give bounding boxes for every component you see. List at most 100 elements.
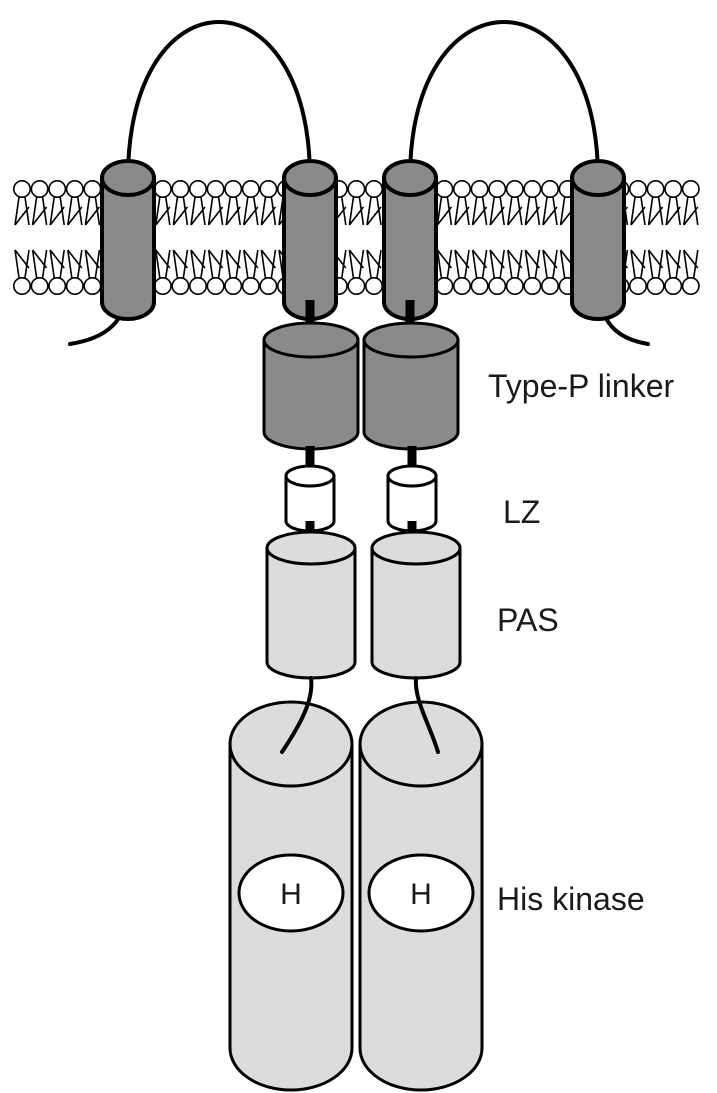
lipid-head: [13, 276, 31, 295]
lipid-tail: [14, 197, 30, 226]
lipid-head: [488, 276, 507, 295]
lipid-tail: [683, 249, 699, 278]
tm-helix-1: [100, 159, 156, 321]
lz-domain-left: [284, 464, 336, 533]
lipid-tail: [31, 197, 48, 226]
lipid-tail: [454, 197, 470, 226]
lipid-tail: [31, 249, 48, 278]
lipid-head: [628, 180, 647, 199]
lipid-tail: [542, 197, 558, 226]
lipid-head: [681, 180, 700, 199]
lipid-head: [13, 180, 31, 199]
lipid-tail: [155, 249, 171, 278]
his-residue-label-right: H: [410, 878, 432, 911]
lipid-head: [347, 180, 366, 199]
lipid-tail: [665, 197, 681, 226]
lipid-head: [505, 180, 524, 199]
lipid-tail: [243, 197, 259, 226]
lipid-head: [48, 180, 67, 199]
lipid-head: [206, 276, 225, 295]
pas-domain-left: [265, 530, 357, 680]
lipid-head: [435, 180, 454, 199]
lipid-head: [540, 180, 559, 199]
periplasmic-loop-right: [408, 20, 600, 180]
lipid-head: [259, 180, 278, 199]
his-residue-circle-right: [367, 853, 475, 933]
lipid-tail: [348, 197, 365, 226]
lipid-head: [189, 180, 208, 199]
lipid-tail: [507, 249, 523, 278]
lipid-tail: [84, 197, 101, 226]
lipid-tail: [489, 197, 505, 226]
lipid-head: [364, 180, 383, 199]
lipid-head: [189, 276, 208, 295]
lipid-tail: [647, 249, 664, 278]
label-type-p-linker: Type-P linker: [488, 368, 675, 404]
pas-domain-right: [370, 530, 462, 680]
lipid-head: [664, 276, 683, 295]
lipid-tail: [155, 197, 171, 226]
lipid-tail: [67, 249, 83, 278]
lipid-head: [470, 276, 489, 295]
lipid-head: [65, 180, 84, 199]
lipid-head: [153, 180, 172, 199]
lipid-head: [83, 180, 102, 199]
lipid-head: [153, 276, 172, 295]
periplasmic-loop-left: [126, 20, 312, 180]
lipid-head: [83, 276, 102, 295]
lipid-tail: [542, 249, 558, 278]
lipid-head: [224, 276, 243, 295]
lipid-tail: [67, 197, 83, 226]
lipid-head: [452, 180, 471, 199]
label-pas: PAS: [497, 602, 559, 638]
lipid-tail: [172, 197, 189, 226]
lipid-head: [628, 276, 647, 295]
lipid-head: [224, 180, 243, 199]
pas-to-kinase-linker-right: [413, 676, 440, 754]
label-his-kinase: His kinase: [497, 881, 645, 917]
lipid-head: [505, 276, 524, 295]
lipid-head: [206, 180, 225, 199]
lipid-head: [259, 276, 278, 295]
lipid-tail: [630, 249, 646, 278]
tm-helix-2: [282, 159, 338, 321]
lipid-tail: [647, 197, 664, 226]
lipid-head: [48, 276, 67, 295]
lipid-head: [523, 180, 542, 199]
lipid-head: [523, 276, 542, 295]
lipid-tail: [366, 249, 382, 278]
lipid-head: [452, 276, 471, 295]
lipid-tail: [225, 197, 241, 226]
lipid-head: [171, 276, 190, 295]
lipid-head: [540, 276, 559, 295]
lipid-tail: [260, 249, 277, 278]
type-p-linker-right: [362, 321, 460, 451]
lipid-tail: [524, 197, 541, 226]
lipid-tail: [630, 197, 646, 226]
lipid-head: [241, 180, 260, 199]
lipid-tail: [207, 197, 224, 226]
lipid-head: [646, 180, 665, 199]
lipid-head: [435, 276, 454, 295]
lipid-head: [241, 276, 260, 295]
lipid-tail: [366, 197, 382, 226]
tm-helix-4: [570, 159, 626, 321]
tm-helix-3: [382, 159, 438, 321]
lipid-tail: [507, 197, 523, 226]
lipid-head: [681, 276, 700, 295]
lipid-tail: [190, 197, 206, 226]
lipid-head: [347, 276, 366, 295]
label-lz: LZ: [503, 494, 540, 530]
lipid-head: [664, 180, 683, 199]
lipid-tail: [190, 249, 206, 278]
lipid-tail: [243, 249, 259, 278]
lipid-tail: [471, 197, 488, 226]
lipid-head: [488, 180, 507, 199]
transmembrane-helices: [100, 159, 626, 321]
lipid-tail: [260, 197, 277, 226]
lipid-tail: [207, 249, 224, 278]
lipid-tail: [172, 249, 189, 278]
lipid-tail: [665, 249, 681, 278]
